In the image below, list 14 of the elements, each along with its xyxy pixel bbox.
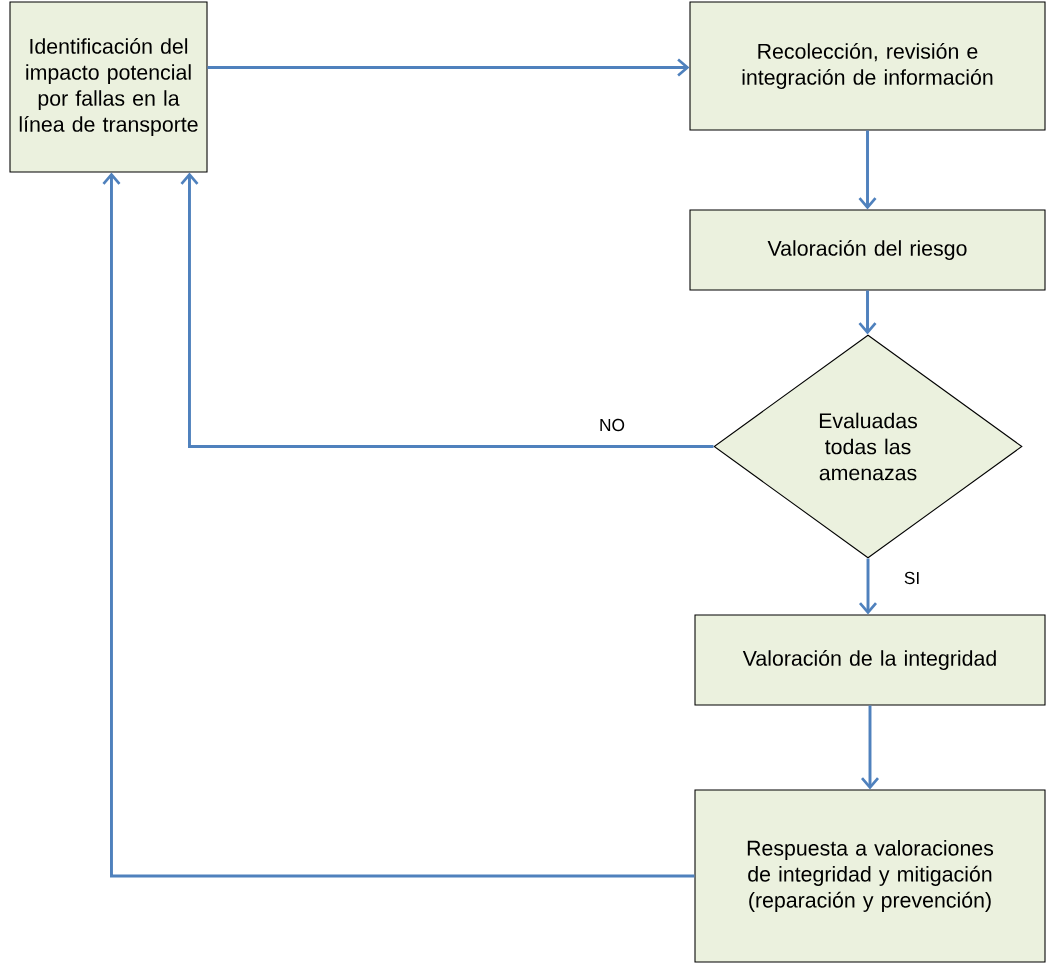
process-box: Identificación del impacto potencial por fallas en la línea de transporte [9, 1, 208, 173]
arrow [859, 558, 877, 615]
arrow [858, 130, 877, 210]
process-box: Valoración de la integridad [694, 614, 1046, 706]
process-box: Recolección, revisión e integración de información [689, 1, 1046, 131]
process-box: Valoración del riesgo [689, 209, 1046, 291]
arrow [207, 58, 690, 77]
arrow [858, 290, 877, 335]
arrow [180, 172, 714, 448]
edge-label: NO [597, 417, 627, 433]
arrow [861, 705, 879, 790]
process-box: Respuesta a valoraciones de integridad y mitigación (reparación y prevención) [694, 789, 1046, 963]
edge-label: SI [902, 570, 922, 586]
arrow [102, 172, 695, 878]
